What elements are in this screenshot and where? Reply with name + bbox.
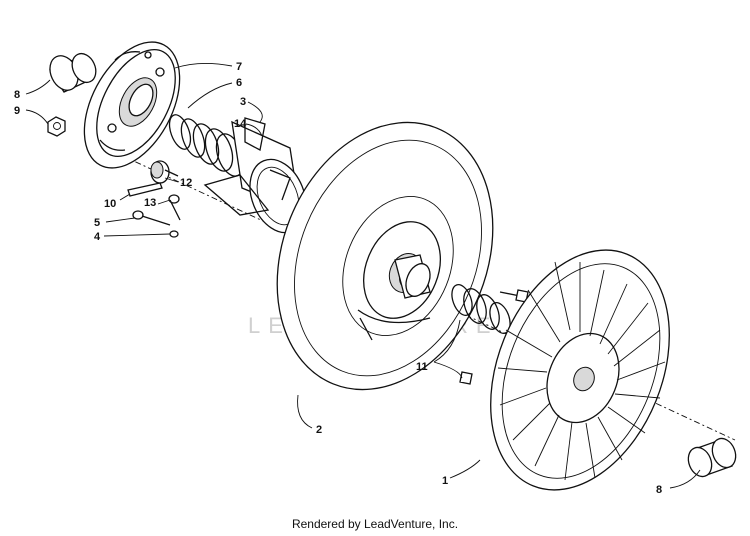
label-part-1: 1 — [442, 475, 448, 487]
roller — [150, 160, 179, 184]
label-part-4: 4 — [94, 231, 101, 243]
label-part-12: 12 — [180, 177, 192, 189]
label-part-14: 14 — [234, 118, 247, 130]
label-part-8-bottom: 8 — [656, 484, 662, 496]
label-part-5: 5 — [94, 217, 100, 229]
bushing-bottom — [687, 437, 737, 478]
small-nut — [169, 230, 179, 238]
fan-vanes — [497, 261, 666, 481]
label-part-8-top: 8 — [14, 89, 20, 101]
label-part-9: 9 — [14, 105, 20, 117]
moveable-sheave — [276, 121, 494, 391]
label-part-6: 6 — [236, 77, 242, 89]
label-part-13: 13 — [144, 197, 156, 209]
bolt-13 — [168, 194, 181, 221]
screw-5 — [132, 210, 171, 226]
label-part-2: 2 — [316, 424, 322, 436]
label-part-7: 7 — [236, 61, 242, 73]
leader-lines — [25, 63, 701, 489]
label-part-11: 11 — [416, 361, 428, 373]
nut — [47, 116, 66, 137]
pin — [127, 182, 163, 197]
label-part-10: 10 — [104, 198, 116, 210]
bushing-top — [49, 52, 97, 93]
spring-washers — [451, 284, 529, 385]
cam-plate — [83, 41, 181, 169]
label-part-3: 3 — [240, 96, 246, 108]
footer-credit: Rendered by LeadVenture, Inc. — [291, 517, 459, 531]
fixed-sheave — [490, 249, 670, 491]
